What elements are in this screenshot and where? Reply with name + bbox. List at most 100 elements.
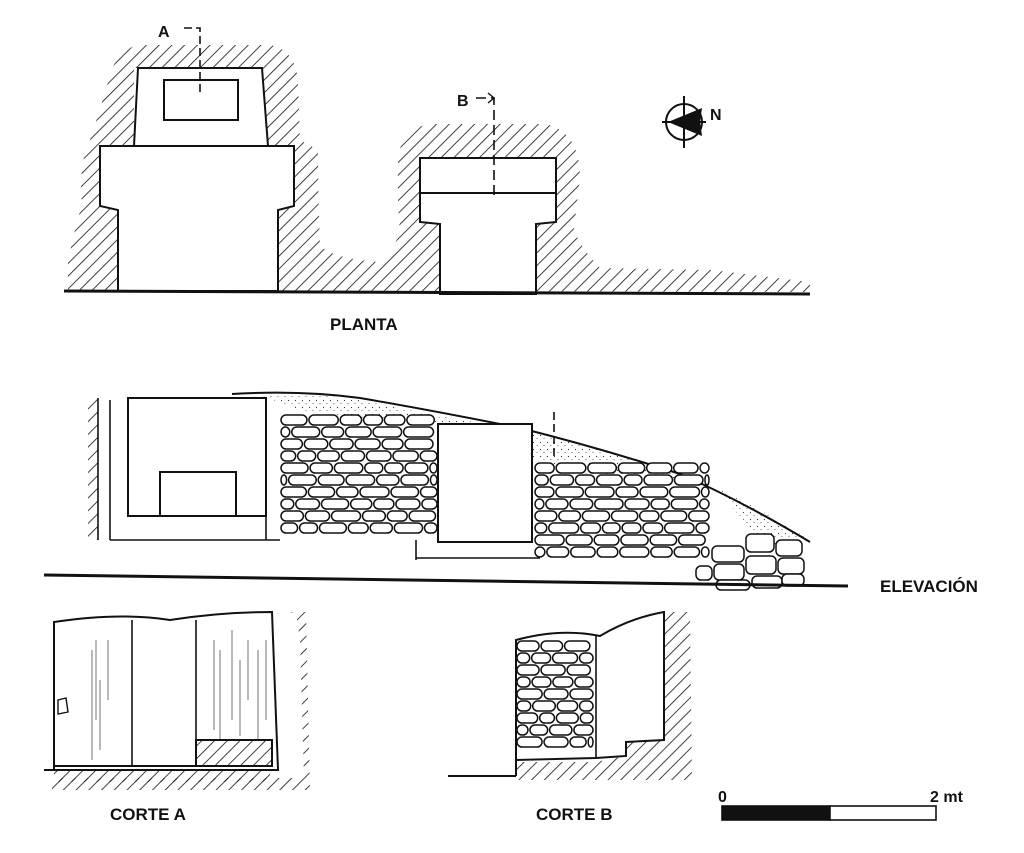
rubble-block bbox=[745, 555, 777, 575]
stone-block bbox=[565, 534, 593, 546]
stone-block bbox=[669, 486, 701, 498]
stone-block bbox=[384, 462, 404, 474]
stone-block bbox=[645, 462, 673, 474]
corte-b-ground-hatch bbox=[516, 612, 692, 780]
stone-block bbox=[673, 462, 699, 474]
stone-block bbox=[534, 546, 546, 558]
stone-block bbox=[280, 474, 288, 486]
stone-block bbox=[404, 438, 434, 450]
stone-block bbox=[555, 486, 585, 498]
plan-ground-line bbox=[63, 289, 811, 296]
stone-block bbox=[555, 712, 580, 724]
stone-block bbox=[295, 498, 321, 510]
stone-block bbox=[677, 534, 706, 546]
stone-block bbox=[516, 688, 543, 700]
stone-block bbox=[555, 462, 587, 474]
stone-block bbox=[543, 688, 569, 700]
rubble-block bbox=[711, 545, 745, 563]
stone-block bbox=[423, 522, 438, 534]
stone-block bbox=[596, 546, 619, 558]
stone-block bbox=[700, 486, 710, 498]
stone-block bbox=[365, 450, 392, 462]
stone-block bbox=[534, 510, 558, 522]
stone-block bbox=[700, 546, 710, 558]
elevation-view: ELEVACIÓN bbox=[43, 391, 978, 596]
stone-block bbox=[345, 474, 376, 486]
north-label: N bbox=[710, 107, 722, 124]
stone-block bbox=[347, 522, 369, 534]
stone-block bbox=[698, 498, 710, 510]
stone-block bbox=[516, 676, 531, 688]
stone-block bbox=[304, 510, 331, 522]
elevation-right-opening bbox=[437, 423, 533, 543]
stone-block bbox=[280, 510, 305, 522]
stone-block bbox=[329, 438, 354, 450]
stone-block bbox=[558, 510, 582, 522]
stone-block bbox=[339, 414, 363, 426]
stone-block bbox=[280, 438, 304, 450]
stone-block bbox=[638, 510, 660, 522]
stone-block bbox=[287, 474, 317, 486]
stone-block bbox=[643, 474, 674, 486]
stone-block bbox=[375, 474, 400, 486]
stone-block bbox=[340, 450, 366, 462]
plan-right-body bbox=[419, 157, 557, 295]
scale-bar-black-segment bbox=[721, 805, 831, 821]
stone-block bbox=[531, 676, 552, 688]
stone-block bbox=[280, 486, 308, 498]
stone-block bbox=[584, 486, 615, 498]
stone-block bbox=[381, 438, 404, 450]
stone-block bbox=[610, 510, 639, 522]
plan-left-niche bbox=[163, 79, 239, 121]
stone-block bbox=[516, 700, 532, 712]
stone-block bbox=[308, 414, 339, 426]
section-label-a: A bbox=[158, 24, 170, 41]
stone-block bbox=[531, 700, 557, 712]
stone-block bbox=[578, 700, 594, 712]
stone-block bbox=[619, 546, 650, 558]
stone-block bbox=[543, 736, 569, 748]
stone-block bbox=[421, 498, 438, 510]
stone-block bbox=[309, 462, 334, 474]
stone-block bbox=[361, 510, 387, 522]
stone-block bbox=[552, 676, 574, 688]
stone-block bbox=[303, 438, 329, 450]
stone-block bbox=[695, 522, 710, 534]
stone-block bbox=[344, 426, 372, 438]
stone-block bbox=[280, 498, 295, 510]
rubble-block bbox=[777, 557, 805, 575]
stone-block bbox=[673, 474, 704, 486]
plan-view: A B N PLANTA bbox=[63, 24, 811, 334]
stone-block bbox=[538, 712, 556, 724]
stone-block bbox=[548, 724, 573, 736]
stone-block bbox=[569, 688, 594, 700]
stone-block bbox=[617, 462, 646, 474]
stone-block bbox=[429, 462, 438, 474]
stone-block bbox=[574, 474, 596, 486]
stone-block bbox=[639, 486, 669, 498]
stone-block bbox=[581, 510, 611, 522]
stone-block bbox=[595, 474, 623, 486]
title-elevacion: ELEVACIÓN bbox=[880, 577, 978, 596]
stone-block bbox=[330, 510, 362, 522]
elevation-ground-line bbox=[43, 573, 849, 588]
stone-block bbox=[335, 486, 359, 498]
title-corte-a: CORTE A bbox=[110, 805, 186, 824]
rubble-block bbox=[713, 563, 745, 581]
corte-a-profile bbox=[53, 610, 280, 771]
elevation-rubble bbox=[695, 533, 805, 591]
plan-left-body bbox=[99, 145, 295, 292]
stone-block bbox=[386, 510, 408, 522]
stone-block bbox=[429, 474, 438, 486]
stone-block bbox=[372, 426, 403, 438]
stone-block bbox=[318, 522, 348, 534]
stone-block bbox=[320, 426, 345, 438]
stone-block bbox=[540, 640, 564, 652]
stone-block bbox=[545, 498, 569, 510]
stone-block bbox=[406, 414, 436, 426]
stone-block bbox=[383, 414, 406, 426]
corte-b-stone-wall bbox=[516, 640, 594, 748]
stone-block bbox=[354, 438, 381, 450]
stone-block bbox=[530, 652, 552, 664]
stone-block bbox=[578, 652, 594, 664]
